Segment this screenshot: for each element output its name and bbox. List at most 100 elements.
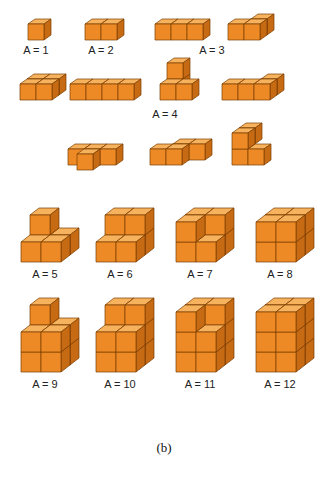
area-label: A = 11 <box>185 378 216 390</box>
cube-side <box>225 208 234 235</box>
cube-front <box>96 332 116 352</box>
area-label: A = 3 <box>199 44 224 56</box>
cube-front <box>205 305 225 325</box>
cube-front <box>176 332 196 352</box>
cube-front <box>36 84 52 100</box>
cube-front <box>100 149 116 165</box>
cube-side <box>93 149 100 170</box>
cube-front <box>41 242 61 262</box>
polycube <box>222 74 284 100</box>
cube-front <box>187 24 203 40</box>
cube-front <box>30 305 50 325</box>
polycube <box>150 139 212 165</box>
area-label: A = 8 <box>267 268 292 280</box>
cube-side <box>117 19 124 40</box>
cube-front <box>102 84 118 100</box>
cube-front <box>256 242 276 262</box>
cube-side <box>196 215 205 242</box>
unit-cube <box>116 235 145 262</box>
cube-side <box>305 208 314 235</box>
cube-front <box>101 24 117 40</box>
unit-cube <box>30 208 59 235</box>
cube-front <box>238 84 254 100</box>
polycube <box>160 58 199 100</box>
unit-cube <box>118 79 141 100</box>
cube-front <box>30 215 50 235</box>
unit-cube <box>41 235 70 262</box>
cube-side <box>116 144 123 165</box>
area-label: A = 5 <box>32 268 57 280</box>
unit-cube <box>248 144 271 165</box>
unit-cube <box>244 19 267 40</box>
cube-side <box>52 79 59 100</box>
cube-side <box>248 128 255 149</box>
area-label: A = 7 <box>187 268 212 280</box>
polycube <box>68 144 123 170</box>
unit-cube <box>205 298 234 325</box>
polycube <box>232 123 271 165</box>
polycube <box>21 298 79 372</box>
polycube <box>28 19 51 40</box>
cube-side <box>70 228 79 255</box>
unit-cube <box>125 298 154 325</box>
polycube <box>85 19 124 40</box>
cube-front <box>96 242 116 262</box>
cube-front <box>118 84 134 100</box>
cube-front <box>196 242 216 262</box>
cube-side <box>270 79 277 100</box>
unit-cube <box>276 305 305 332</box>
cube-side <box>196 305 205 332</box>
cube-front <box>189 144 205 160</box>
cube-front <box>41 352 61 372</box>
cube-front <box>232 149 248 165</box>
cube-front <box>176 242 196 262</box>
cube-front <box>105 305 125 325</box>
cube-side <box>216 325 225 352</box>
unit-cube <box>166 144 189 165</box>
unit-cube <box>116 325 145 352</box>
unit-cube <box>77 149 100 170</box>
polycube <box>256 298 314 372</box>
polycube <box>21 208 79 262</box>
cube-front <box>205 215 225 235</box>
cube-front <box>196 352 216 372</box>
cube-front <box>176 312 196 332</box>
cube-side <box>305 298 314 325</box>
polycube <box>20 74 66 100</box>
cube-front <box>176 352 196 372</box>
cube-side <box>59 74 66 95</box>
cube-front <box>276 312 296 332</box>
area-label: A = 2 <box>88 44 113 56</box>
unit-cube <box>101 19 124 40</box>
cube-front <box>248 149 264 165</box>
area-label: A = 1 <box>23 44 48 56</box>
cube-side <box>203 19 210 40</box>
cube-front <box>85 24 101 40</box>
cube-front <box>176 222 196 242</box>
area-label: A = 9 <box>32 378 57 390</box>
figure-caption: (b) <box>156 440 171 456</box>
cube-front <box>244 24 260 40</box>
cube-front <box>256 312 276 332</box>
cube-front <box>105 215 125 235</box>
polycube <box>155 19 210 40</box>
cube-front <box>167 63 183 79</box>
unit-cube <box>189 139 212 160</box>
cube-front <box>20 84 36 100</box>
cube-front <box>116 332 136 352</box>
unit-cube <box>36 79 59 100</box>
cube-front <box>166 149 182 165</box>
cube-front <box>125 305 145 325</box>
cube-front <box>70 84 86 100</box>
cube-side <box>145 298 154 325</box>
cube-side <box>192 79 199 100</box>
unit-cube <box>167 58 190 79</box>
cube-side <box>260 19 267 40</box>
unit-cube <box>176 215 205 242</box>
cube-side <box>44 19 51 40</box>
cube-front <box>150 149 166 165</box>
cube-side <box>50 208 59 235</box>
area-label: A = 6 <box>107 268 132 280</box>
area-label: A = 12 <box>264 378 296 390</box>
